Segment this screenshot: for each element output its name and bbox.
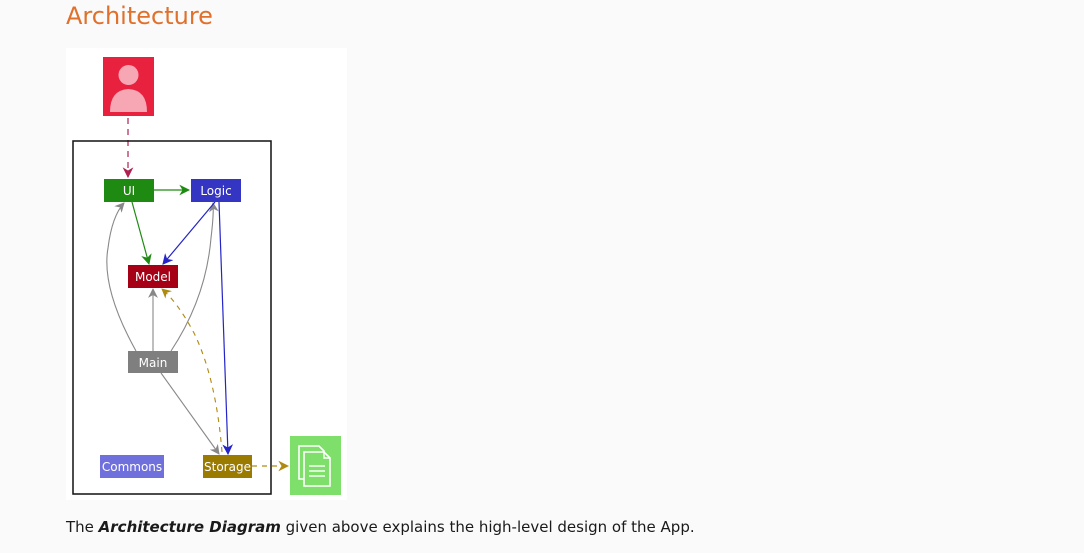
storage-component-label: Storage	[204, 460, 251, 474]
main-to-ui-arrow	[106, 202, 137, 352]
section-title: Architecture	[66, 2, 213, 30]
logic-component-label: Logic	[200, 184, 231, 198]
diagram-caption: The Architecture Diagram given above exp…	[66, 518, 695, 536]
storage-to-model-arrow	[161, 288, 223, 453]
ui-to-model-arrow	[131, 201, 152, 266]
commons-component-label: Commons	[102, 460, 162, 474]
document-icon	[290, 436, 341, 495]
model-component-label: Model	[135, 270, 171, 284]
logic-component: Logic	[191, 179, 241, 202]
logic-to-model-arrow	[162, 201, 216, 265]
main-to-logic-arrow	[170, 202, 219, 352]
model-component: Model	[128, 265, 178, 288]
ui-component: UI	[104, 179, 154, 202]
caption-emphasis: Architecture Diagram	[98, 518, 281, 536]
caption-suffix: given above explains the high-level desi…	[280, 518, 695, 536]
storage-component: Storage	[203, 455, 252, 478]
commons-component: Commons	[100, 455, 164, 478]
caption-prefix: The	[66, 518, 99, 536]
main-to-storage-arrow	[160, 372, 220, 455]
architecture-diagram: UI Logic Model Main Commons Storage	[66, 48, 347, 500]
ui-component-label: UI	[123, 184, 135, 198]
user-icon	[103, 57, 154, 116]
logic-to-storage-arrow	[218, 201, 234, 456]
main-component: Main	[128, 351, 178, 373]
app-boundary	[72, 140, 272, 495]
main-component-label: Main	[139, 356, 168, 370]
